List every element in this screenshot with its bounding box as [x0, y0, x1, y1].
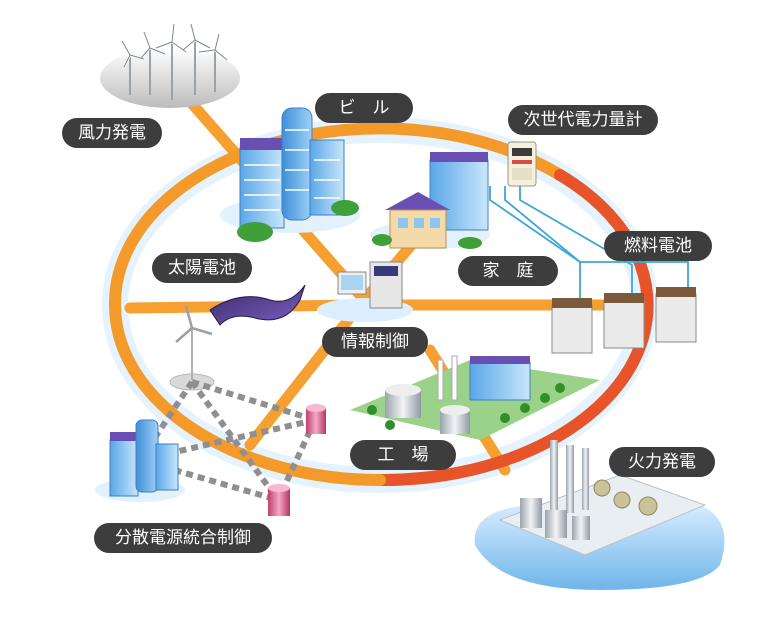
label-smart-meter: 次世代電力量計 — [508, 105, 658, 135]
label-info-control: 情報制御 — [322, 327, 428, 357]
home-illustration — [370, 152, 490, 249]
thermal-power-plant-illustration — [474, 440, 725, 590]
distributed-building-illustration — [95, 419, 185, 502]
label-home: 家 庭 — [458, 256, 558, 286]
building-illustration — [220, 107, 360, 242]
storage-tank-illustration — [268, 404, 326, 516]
label-solar-cell: 太陽電池 — [152, 253, 252, 283]
info-control-computer-illustration — [317, 261, 413, 322]
label-factory: 工 場 — [350, 440, 456, 470]
label-thermal-power: 火力発電 — [609, 447, 715, 477]
wind-turbine-illustration — [169, 305, 215, 391]
factory-illustration — [350, 355, 600, 440]
fuel-cell-illustration — [551, 287, 697, 354]
communication-lines — [489, 186, 689, 300]
smart-meter-illustration — [507, 141, 537, 187]
label-distributed-control: 分散電源統合制御 — [94, 523, 272, 553]
label-fuel-cell: 燃料電池 — [604, 231, 712, 261]
solar-panel-illustration — [209, 284, 306, 326]
label-wind-power: 風力発電 — [62, 118, 162, 148]
wind-farm-illustration — [100, 23, 240, 108]
label-building: ビ ル — [315, 93, 413, 123]
